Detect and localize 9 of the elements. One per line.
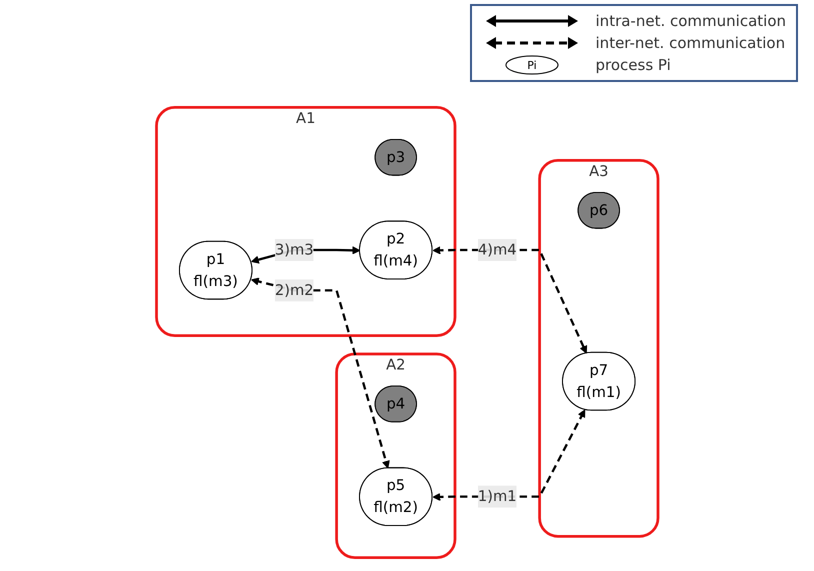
legend-text: inter-net. communication <box>596 34 786 52</box>
edge-label: 3)m3 <box>274 240 314 258</box>
edge-label: 4)m4 <box>478 240 516 258</box>
legend-text: intra-net. communication <box>596 12 786 30</box>
sample-label: Pi <box>526 59 536 72</box>
arrow <box>250 278 390 469</box>
legend-text: process Pi <box>596 56 671 74</box>
edge-label: 1)m1 <box>478 487 516 505</box>
edge-label: 2)m2 <box>274 281 314 299</box>
